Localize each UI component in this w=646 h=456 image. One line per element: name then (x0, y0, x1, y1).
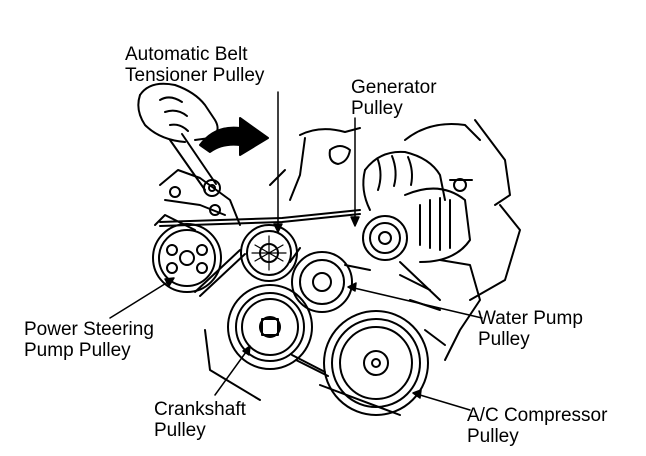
crankshaft-label-line2: Pulley (154, 420, 206, 441)
ac-compressor-pulley (323, 310, 429, 416)
power-steering-label-line1: Power Steering (24, 319, 154, 340)
tensioner-label-line2: Tensioner Pulley (125, 65, 265, 86)
tensioner-label: Automatic Belt Tensioner Pulley (125, 44, 264, 86)
tensioner-label-line1: Automatic Belt (125, 44, 248, 65)
power-steering-label: Power Steering Pump Pulley (24, 319, 154, 361)
water-pump-label-line2: Pulley (478, 329, 530, 350)
water-pump-label-line1: Water Pump (478, 308, 583, 329)
ac-compressor-label-line1: A/C Compressor (467, 405, 608, 426)
water-pump-label: Water Pump Pulley (478, 308, 583, 350)
generator-label: Generator Pulley (351, 77, 437, 119)
rotation-arrow (199, 117, 269, 156)
generator-label-line2: Pulley (351, 98, 403, 119)
tensioner-pulley (240, 224, 298, 282)
crankshaft-label: Crankshaft Pulley (154, 399, 246, 441)
generator-pulley (362, 215, 408, 261)
power-steering-label-line2: Pump Pulley (24, 340, 131, 361)
leader-lines (109, 91, 483, 411)
crankshaft-pulley (227, 284, 313, 370)
crankshaft-label-line1: Crankshaft (154, 399, 246, 420)
water-pump-pulley (291, 251, 353, 313)
generator-body (404, 187, 471, 263)
ac-compressor-label-line2: Pulley (467, 426, 519, 447)
hand-on-generator (362, 123, 481, 211)
power-steering-pulley (152, 223, 222, 293)
hand-with-wrench (137, 82, 241, 226)
ac-compressor-label: A/C Compressor Pulley (467, 405, 607, 447)
engine-block-outline (154, 119, 521, 401)
generator-label-line1: Generator (351, 77, 437, 98)
